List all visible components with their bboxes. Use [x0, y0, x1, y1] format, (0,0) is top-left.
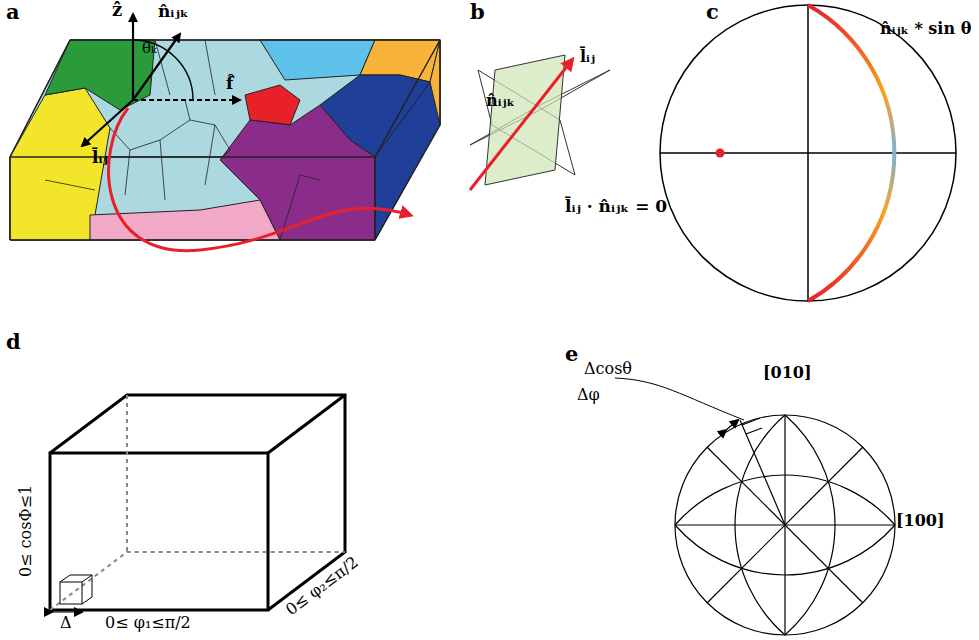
direction-label: [010] [763, 364, 812, 382]
axis-range: 0≤ φ₁≤π/2 [105, 614, 191, 632]
axis-label: ẑ [112, 0, 122, 20]
panel-letter: c [706, 0, 719, 23]
panel-letter: d [6, 330, 21, 353]
panel-letter: e [565, 342, 578, 365]
vector-label: n̂ᵢⱼₖ [486, 92, 515, 110]
vector-label: l̄ᵢⱼ [580, 48, 595, 66]
vector-label: f̂ [226, 74, 233, 93]
panel-letter: a [6, 0, 20, 23]
direction-label: [100] [896, 512, 945, 530]
equation-label: l̄ᵢⱼ · n̂ᵢⱼₖ = 0 [565, 197, 667, 216]
panel-letter: b [470, 0, 485, 23]
axis-range: 0≤ φ₂≤π/2 [282, 553, 361, 619]
increment-label: Δcosθ [584, 360, 632, 378]
axis-range: 0≤ cosΦ≤1 [17, 485, 35, 577]
vector-label: l̄ᵢⱼ [92, 148, 108, 167]
increment-label: Δφ [577, 386, 600, 404]
dimension-label: Δ [60, 614, 72, 632]
vector-label: n̂ᵢⱼₖ [158, 2, 189, 21]
vector-label: n̂ᵢⱼₖ * sin θ [880, 20, 971, 38]
angle-label: θₖ [142, 40, 157, 57]
